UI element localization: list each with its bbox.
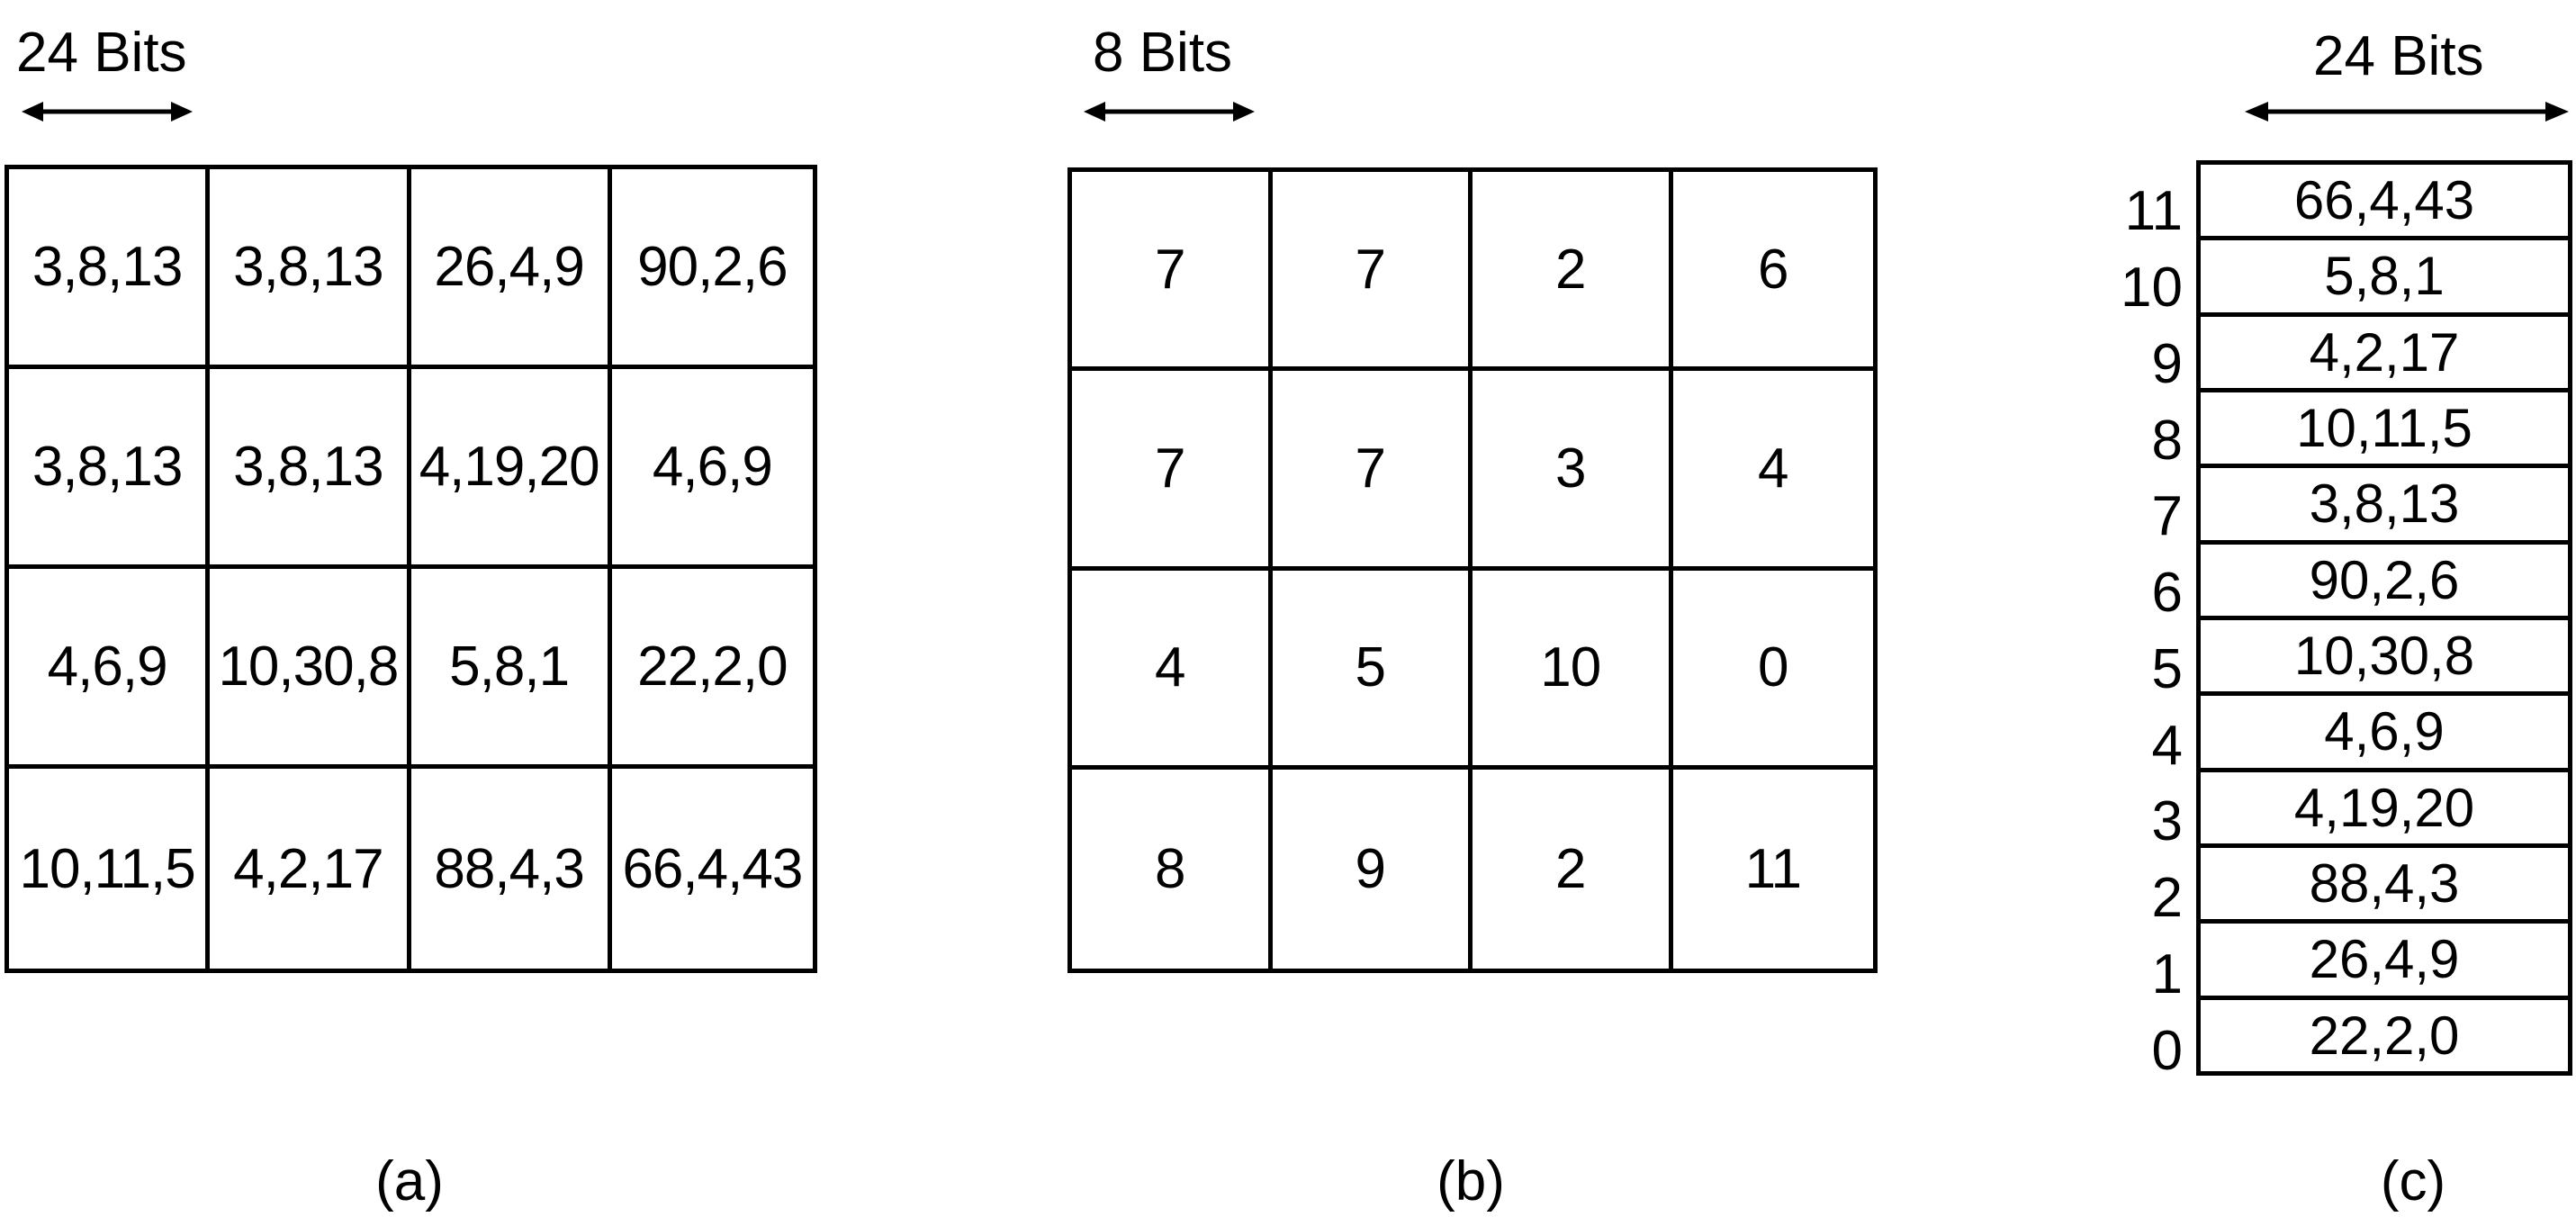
color-table-index: 11 — [2124, 180, 2183, 243]
panel-b-width-arrow-icon — [1084, 102, 1255, 122]
pixel-index-cell: 9 — [1273, 769, 1473, 969]
pixel-index-cell: 4 — [1672, 371, 1873, 571]
panel-a-width-arrow-icon — [22, 102, 193, 122]
color-table-entry: 88,4,3 — [2201, 848, 2568, 924]
pixel-index-cell: 10 — [1473, 570, 1673, 770]
pixel-rgb-cell: 10,11,5 — [9, 769, 211, 969]
panel-c-width-arrow-icon — [2245, 102, 2569, 122]
pixel-rgb-cell: 5,8,1 — [410, 569, 612, 769]
pixel-rgb-cell: 4,2,17 — [210, 769, 411, 969]
pixel-rgb-cell: 3,8,13 — [9, 169, 211, 369]
pixel-rgb-cell: 4,6,9 — [611, 369, 813, 569]
panel-a-caption: (a) — [375, 1150, 444, 1212]
pixel-rgb-cell: 4,6,9 — [9, 569, 211, 769]
panel-c-bits-label: 24 Bits — [2313, 25, 2484, 87]
panel-a-bits-label: 24 Bits — [16, 22, 187, 84]
pixel-index-cell: 8 — [1072, 769, 1273, 969]
color-table-index: 6 — [2151, 562, 2183, 625]
pixel-rgb-cell: 3,8,13 — [9, 369, 211, 569]
pixel-rgb-cell: 66,4,43 — [622, 837, 803, 900]
pixel-rgb-cell: 4,19,20 — [410, 369, 612, 569]
pixel-rgb-cell: 90,2,6 — [611, 169, 813, 369]
color-table-entry: 22,2,0 — [2309, 1005, 2460, 1066]
pixel-index-cell: 7 — [1072, 371, 1273, 571]
color-table-entry: 3,8,13 — [2201, 468, 2568, 545]
color-table-entry: 90,2,6 — [2201, 545, 2568, 620]
pixel-rgb-cell: 26,4,9 — [410, 169, 612, 369]
pixel-index-cell: 3 — [1473, 371, 1673, 571]
panel-b-caption: (b) — [1437, 1150, 1505, 1212]
pixel-index-cell: 6 — [1672, 172, 1873, 372]
pixel-rgb-cell: 10,30,8 — [210, 569, 411, 769]
pixel-index-cell: 7 — [1272, 371, 1473, 571]
color-table-entry: 4,19,20 — [2201, 772, 2568, 848]
pixel-index-cell: 2 — [1473, 172, 1673, 372]
pixel-index-cell: 5 — [1272, 570, 1473, 770]
pixel-rgb-cell: 3,8,13 — [210, 369, 411, 569]
pixel-index-cell: 4 — [1072, 570, 1273, 770]
pixel-index-cell: 7 — [1072, 172, 1273, 372]
color-table-index: 1 — [2151, 942, 2183, 1005]
panel-b-bits-label: 8 Bits — [1093, 22, 1233, 84]
pixel-rgb-cell: 88,4,3 — [411, 769, 612, 969]
pixel-index-cell: 0 — [1672, 571, 1873, 770]
color-table-entry: 5,8,1 — [2201, 240, 2568, 317]
color-table-entry: 10,11,5 — [2201, 392, 2568, 469]
color-table-entry: 4,6,9 — [2201, 696, 2568, 772]
color-table-index: 5 — [2151, 637, 2183, 700]
color-table-index: 0 — [2151, 1019, 2183, 1082]
color-table-index: 3 — [2151, 790, 2183, 853]
color-table-entry: 66,4,43 — [2201, 165, 2568, 241]
color-table-index: 7 — [2151, 485, 2183, 548]
pixel-index-cell: 2 — [1473, 769, 1673, 969]
color-table-index: 9 — [2151, 332, 2183, 395]
color-table-index: 8 — [2151, 409, 2183, 472]
color-table-index: 10 — [2121, 257, 2183, 320]
pixel-rgb-cell: 22,2,0 — [611, 569, 813, 769]
color-table-index: 2 — [2151, 867, 2183, 930]
pixel-rgb-cell: 3,8,13 — [210, 169, 411, 369]
pixel-index-cell: 11 — [1744, 837, 1802, 900]
color-table-entry: 4,2,17 — [2201, 317, 2568, 392]
panel-c-caption: (c) — [2380, 1150, 2446, 1212]
color-table-index: 4 — [2151, 714, 2183, 777]
color-table-entry: 10,30,8 — [2201, 620, 2568, 697]
pixel-index-cell: 7 — [1272, 172, 1473, 372]
color-table-entry: 26,4,9 — [2201, 924, 2568, 1000]
